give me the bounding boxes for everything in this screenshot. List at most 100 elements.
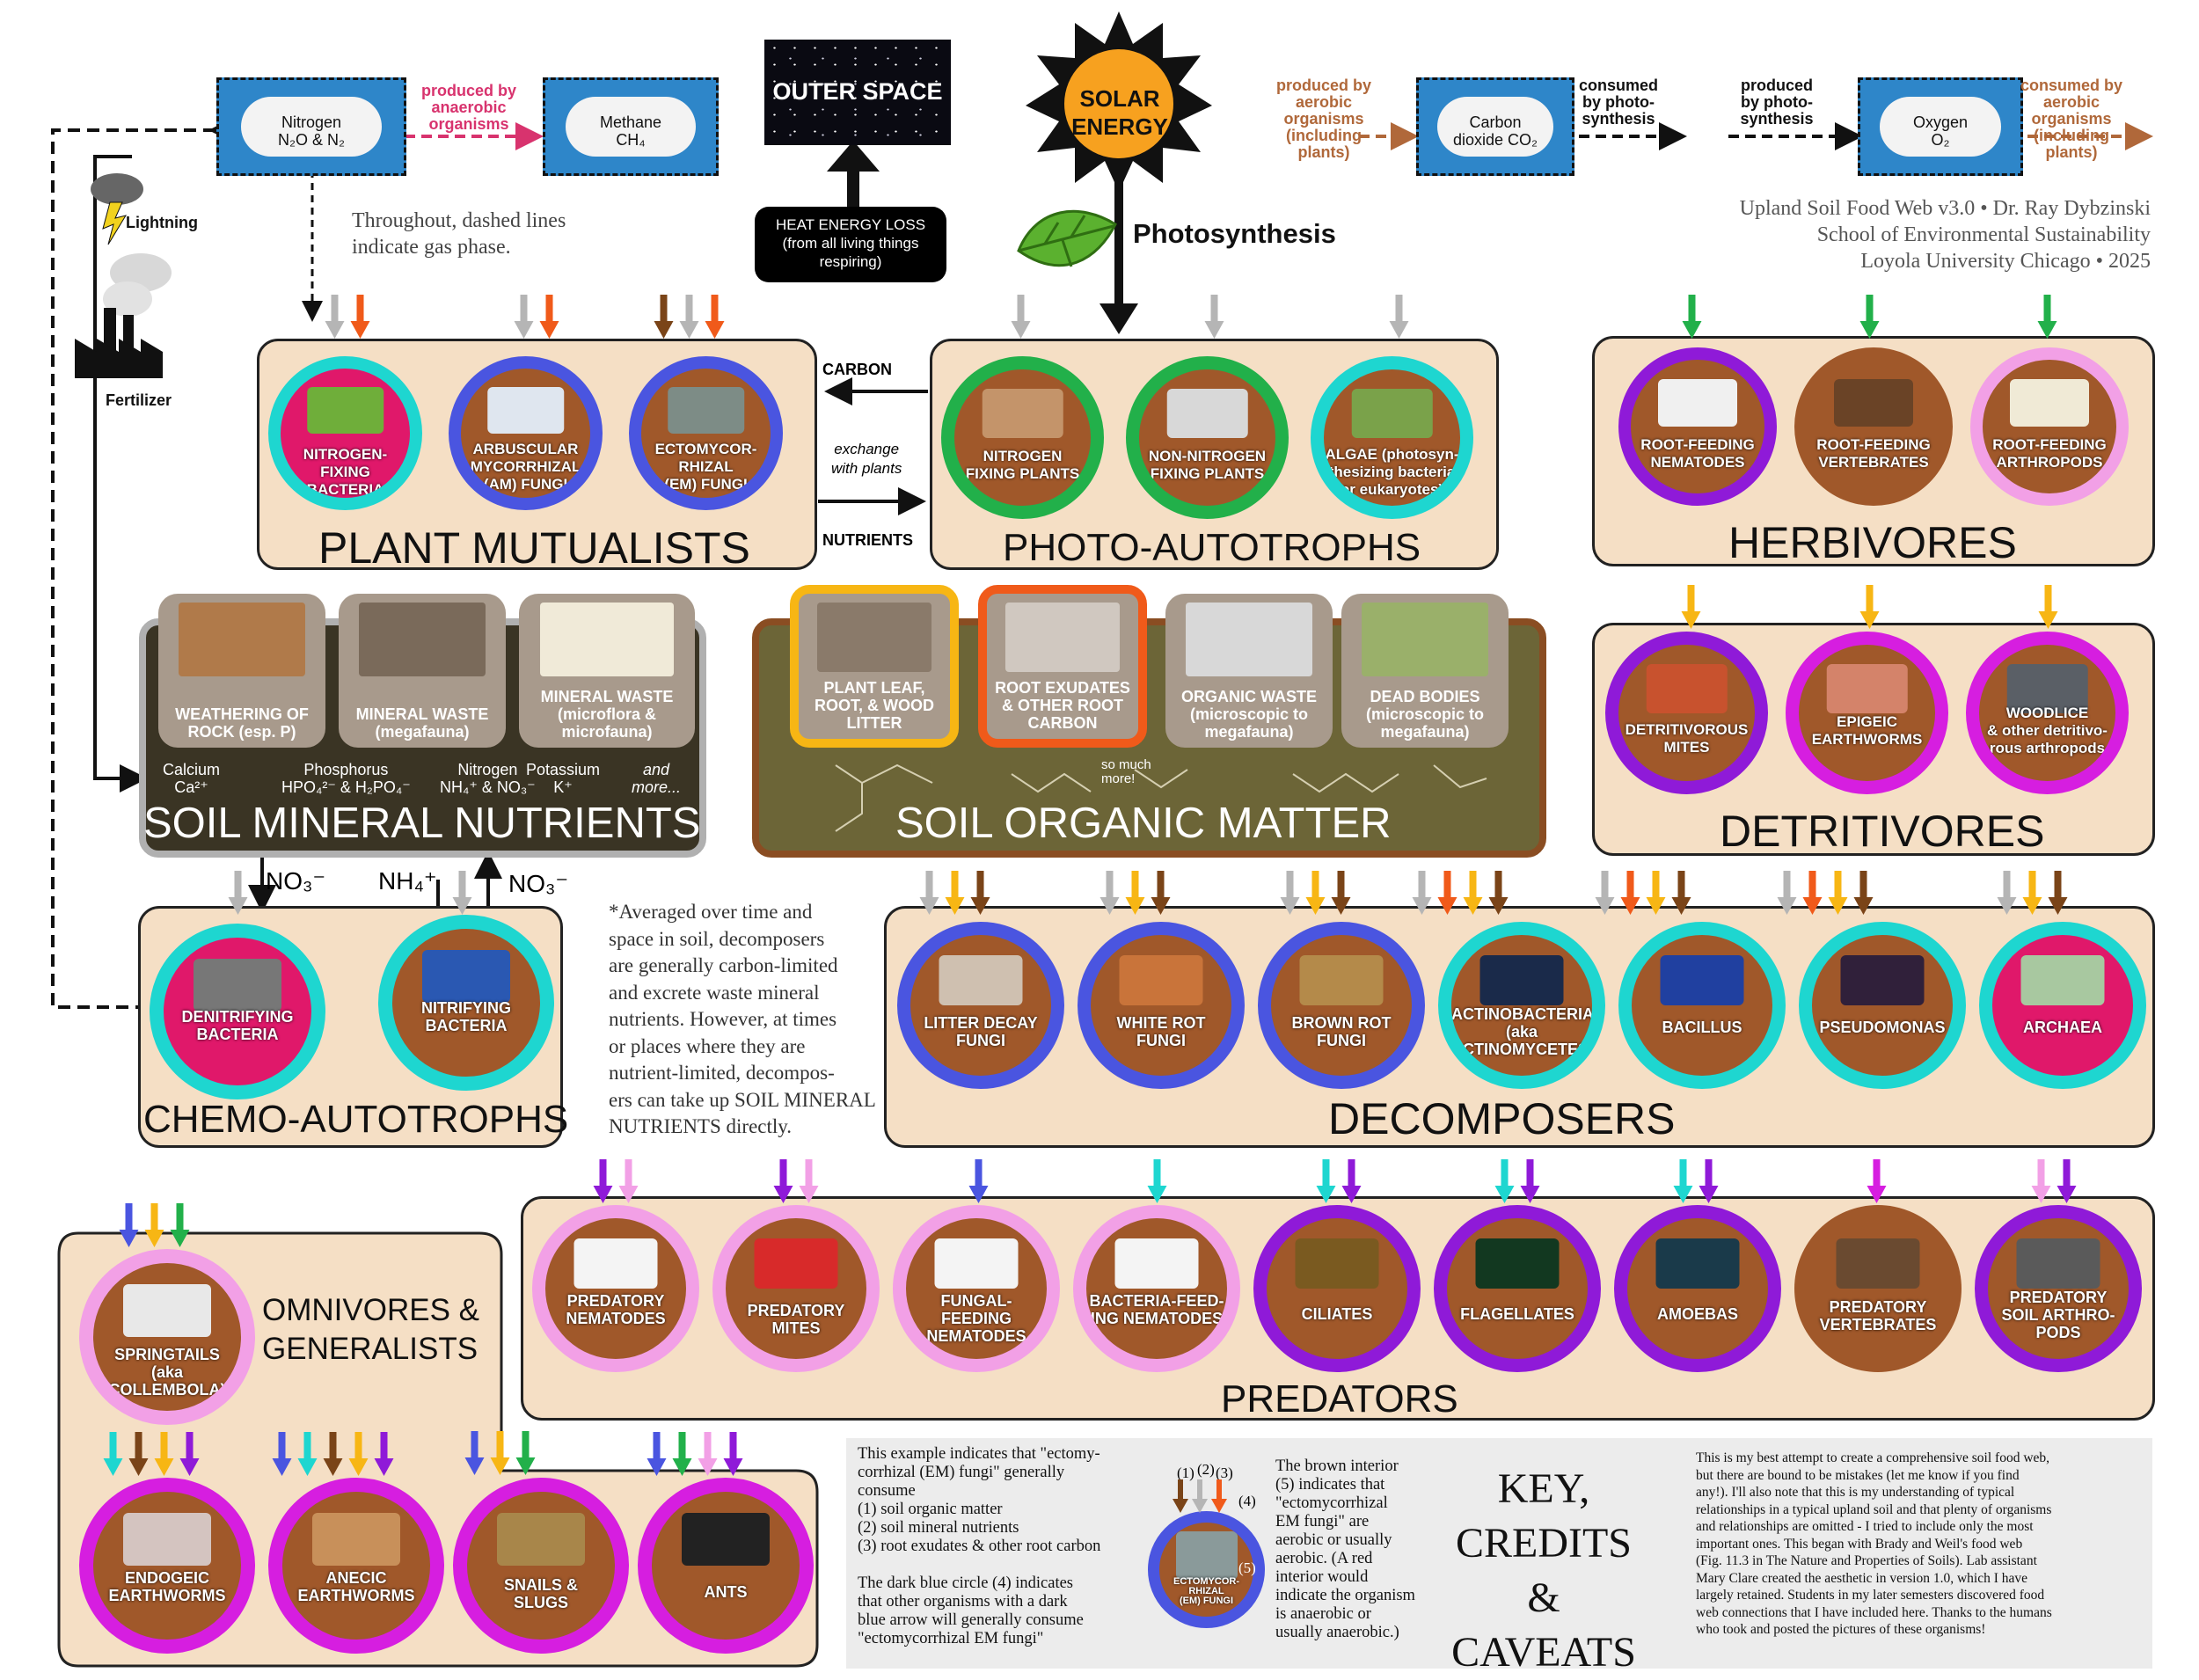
feeding-arrow-group — [116, 1203, 193, 1252]
feeding-arrow — [323, 1432, 342, 1476]
feeding-arrow — [1621, 871, 1640, 915]
organism-photo — [1351, 389, 1433, 438]
organism-photo — [1166, 389, 1248, 438]
key-left-text: This example indicates that "ectomy- cor… — [858, 1445, 1161, 1648]
organism-photo — [1837, 1238, 1920, 1289]
organism-photo — [939, 955, 1023, 1005]
feeding-arrow — [228, 871, 247, 915]
plant-mutualists-organism: ECTOMYCOR- RHIZAL (EM) FUNGI — [629, 356, 783, 510]
feeding-arrow — [1647, 871, 1666, 915]
organism-photo — [194, 959, 281, 1012]
feeding-arrow — [351, 295, 370, 339]
organism-photo — [2010, 379, 2089, 427]
detritivores-organism: DETRITIVOROUS MITES — [1605, 632, 1768, 794]
omnivores-organism: SNAILS & SLUGS — [453, 1478, 629, 1654]
feeding-arrow — [1682, 295, 1701, 339]
carbon-dioxide-cloud: Carbon dioxide CO₂ — [1416, 77, 1574, 176]
organism-photo — [1480, 955, 1564, 1005]
plant-mutualists-organism: NITROGEN-FIXING BACTERIA — [268, 356, 422, 510]
organism-label: FUNGAL-FEEDING NEMATODES — [906, 1292, 1047, 1345]
feeding-arrow — [594, 1159, 613, 1203]
feeding-arrow — [1803, 871, 1823, 915]
feeding-arrow — [968, 1159, 988, 1203]
nh4-flow-label: NH₄⁺ — [378, 866, 437, 895]
feeding-arrow — [464, 1431, 484, 1475]
organism-label: NITROGEN-FIXING BACTERIA — [281, 446, 410, 499]
source-photo — [1005, 603, 1121, 672]
omnivores-organism: ANTS — [638, 1478, 814, 1654]
feeding-arrow-group — [2035, 295, 2060, 343]
feeding-arrow — [1204, 295, 1224, 339]
exchange-label: exchange with plants — [831, 440, 902, 478]
feeding-arrow — [1997, 871, 2016, 915]
organism-label: PREDATORY NEMATODES — [545, 1292, 686, 1327]
solar-energy-label: SOLAR ENERGY — [1064, 84, 1175, 141]
feeding-arrow-group — [771, 1159, 822, 1208]
nutrient-source-tile: ROOT EXUDATES & OTHER ROOT CARBON — [978, 585, 1147, 748]
feeding-arrow — [1305, 871, 1325, 915]
organism-label: ANTS — [652, 1583, 800, 1601]
feeding-arrow-group — [1202, 295, 1227, 343]
decomposers-organism: ARCHAEA — [1979, 922, 2146, 1089]
feeding-arrow-group — [1857, 295, 1882, 343]
soil-organic-title: SOIL ORGANIC MATTER — [895, 799, 1392, 848]
nutrient-source-tile: DEAD BODIES (microscopic to megafauna) — [1341, 594, 1509, 748]
mineral-nutrient-label: Potassium K⁺ — [526, 761, 600, 796]
feeding-arrow — [970, 871, 990, 915]
omnivores-title: OMNIVORES & GENERALISTS — [262, 1291, 479, 1369]
organism-photo — [1115, 1238, 1199, 1289]
omnivores-organism: ANECIC EARTHWORMS — [268, 1478, 444, 1654]
organism-label: LITTER DECAY FUNGI — [910, 1014, 1051, 1049]
feeding-arrow — [490, 1431, 509, 1475]
feeding-arrow — [2022, 871, 2042, 915]
feeding-arrow-group — [269, 1432, 397, 1480]
feeding-arrow — [647, 1432, 667, 1476]
source-photo — [1186, 603, 1312, 676]
organism-photo — [1300, 955, 1384, 1005]
organism-photo — [1658, 379, 1737, 427]
key-number-5: (5) — [1238, 1559, 1256, 1577]
feeding-arrow-group — [1144, 1159, 1170, 1208]
source-photo — [540, 603, 674, 676]
feeding-arrow-group — [1857, 585, 1882, 633]
organism-label: ARBUSCULAR MYCORRHIZAL (AM) FUNGI — [461, 441, 590, 493]
nutrient-source-tile: PLANT LEAF, ROOT, & WOOD LITTER — [790, 585, 959, 748]
decomposers-organism: BROWN ROT FUNGI — [1258, 922, 1425, 1089]
lightning-label: Lightning — [126, 214, 198, 232]
organism-photo — [312, 1513, 400, 1566]
chemo-autotrophs-title: CHEMO-AUTOTROPHS — [143, 1098, 568, 1142]
feeding-arrow — [1317, 1159, 1336, 1203]
organism-label: WHITE ROT FUNGI — [1091, 1014, 1231, 1049]
feeding-arrow — [1829, 871, 1848, 915]
organism-label: FLAGELLATES — [1447, 1305, 1588, 1323]
feeding-arrow — [348, 1432, 368, 1476]
organism-photo — [1841, 955, 1925, 1005]
mineral-nutrient-label: Nitrogen NH₄⁺ & NO₃⁻ — [440, 761, 536, 796]
feeding-arrow — [1147, 1159, 1166, 1203]
no3-flow-label-a: NO₃⁻ — [266, 866, 325, 895]
feeding-arrow — [705, 295, 724, 339]
decomposers-organism: ACTINOBACTERIA (aka ACTINOMYCETES) — [1438, 922, 1605, 1089]
key-example-label: ECTOMYCOR- RHIZAL (EM) FUNGI — [1159, 1577, 1253, 1606]
organism-label: SNAILS & SLUGS — [467, 1576, 615, 1611]
feeding-arrow — [1495, 1159, 1515, 1203]
feeding-arrow — [919, 871, 939, 915]
organism-label: BACTERIA-FEED- ING NEMATODES — [1086, 1292, 1227, 1327]
outer-space-label: OUTER SPACE — [764, 78, 951, 106]
organism-label: WOODLICE & other detritivo- rous arthrop… — [1979, 705, 2115, 757]
leaf-icon — [1010, 198, 1142, 295]
photo-autotrophs-organism: NON-NITROGEN FIXING PLANTS — [1126, 356, 1289, 519]
organism-label: DETRITIVOROUS MITES — [1618, 721, 1755, 756]
source-photo — [359, 603, 486, 676]
omnivores-organism: SPRINGTAILS (aka COLLEMBOLA) — [79, 1249, 255, 1425]
organism-photo — [1120, 955, 1203, 1005]
feeding-arrow-group — [644, 1432, 746, 1480]
carbon-cloud-label: Carbon dioxide CO₂ — [1419, 113, 1572, 149]
feeding-arrow-group — [511, 295, 562, 343]
nutrient-source-tile: MINERAL WASTE (microflora & microfauna) — [519, 594, 695, 748]
photo-autotrophs-title: PHOTO-AUTOTROPHS — [1003, 526, 1421, 570]
key-mid-text: The brown interior (5) indicates that "e… — [1275, 1457, 1425, 1642]
organism-label: SPRINGTAILS (aka COLLEMBOLA) — [93, 1346, 241, 1399]
feeding-arrow — [1438, 871, 1457, 915]
feeding-arrow — [800, 1159, 819, 1203]
